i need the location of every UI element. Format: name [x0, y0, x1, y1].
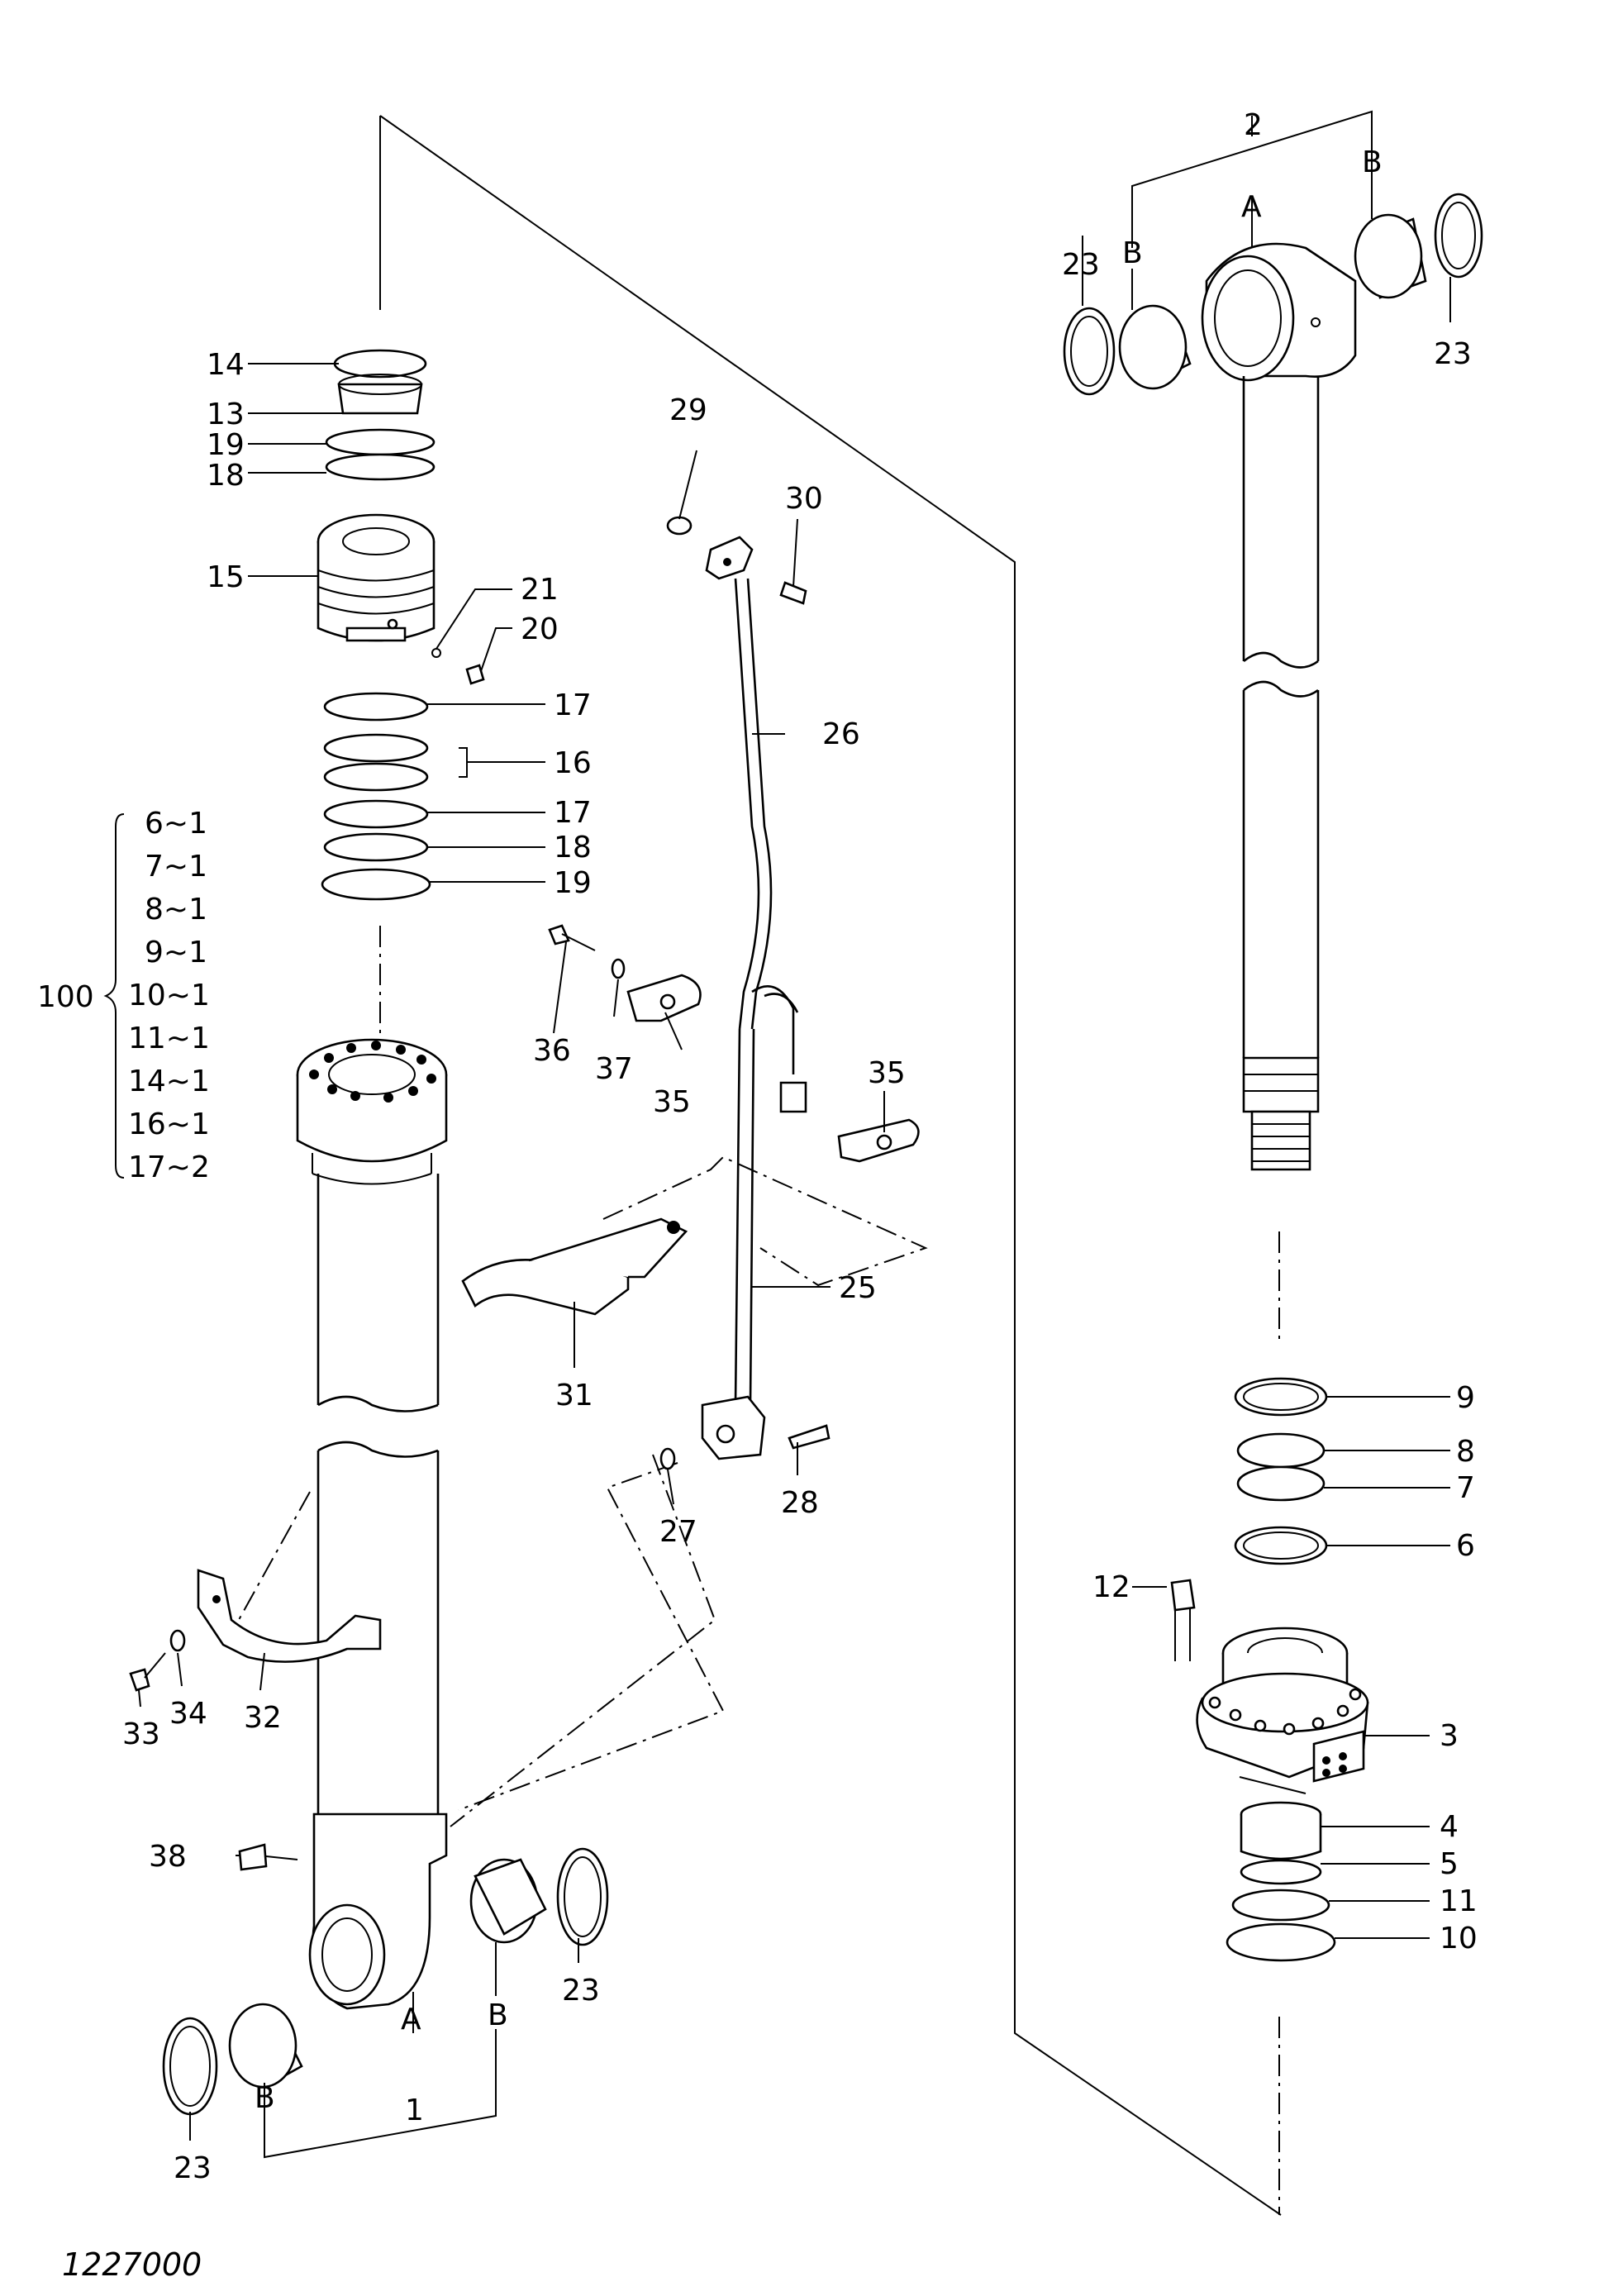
label-20: 20	[521, 612, 559, 646]
piston-seals	[321, 692, 431, 901]
label-11: 11	[1440, 1884, 1478, 1918]
label-18-top: 18	[207, 459, 245, 493]
bottom-bushings	[162, 1847, 609, 2116]
label-27: 27	[659, 1515, 697, 1549]
piston-rod	[1201, 242, 1357, 1171]
kit-item-9: 17~2	[128, 1150, 210, 1184]
label-32: 32	[244, 1701, 282, 1735]
label-6: 6	[1456, 1529, 1475, 1563]
label-23-upper-left: 23	[1062, 248, 1100, 282]
label-8: 8	[1456, 1435, 1475, 1469]
piston-ring-stack	[1234, 1377, 1328, 1565]
label-23-lower-right: 23	[562, 1974, 600, 2008]
label-12: 12	[1092, 1570, 1130, 1604]
part-labels: 14 13 19 18 15 21 20 17 16 17 18 19 100 …	[37, 108, 1478, 2185]
label-A-lower: A	[401, 2003, 421, 2036]
kit-item-7: 14~1	[128, 1065, 210, 1098]
label-100: 100	[37, 980, 94, 1014]
head-stack	[317, 349, 485, 685]
leader-lines	[138, 110, 1451, 2159]
label-28: 28	[781, 1486, 819, 1520]
rod-bushings	[1063, 193, 1483, 396]
label-4: 4	[1440, 1810, 1459, 1844]
label-21: 21	[521, 573, 559, 607]
piston-bolt-holes	[1208, 1688, 1362, 1736]
label-33: 33	[122, 1717, 160, 1751]
piston-lower-parts	[1226, 1801, 1336, 1962]
label-10: 10	[1440, 1922, 1478, 1955]
label-16: 16	[554, 746, 592, 780]
pipe-clamp-band	[461, 1217, 688, 1316]
kit-item-4: 9~1	[145, 936, 207, 969]
band-bolt	[129, 1629, 186, 1692]
label-30: 30	[785, 482, 823, 516]
label-26: 26	[822, 717, 860, 751]
label-23-lower-left: 23	[174, 2151, 212, 2185]
label-25: 25	[839, 1271, 877, 1305]
label-A-upper: A	[1241, 190, 1262, 224]
label-5: 5	[1440, 1847, 1459, 1881]
label-3: 3	[1440, 1719, 1459, 1753]
label-14: 14	[207, 348, 245, 382]
label-31: 31	[555, 1379, 593, 1412]
figure-id: 1227000	[62, 2246, 202, 2283]
label-9: 9	[1456, 1381, 1475, 1415]
kit-item-1: 6~1	[145, 807, 207, 841]
label-19-top: 19	[207, 428, 245, 462]
label-36: 36	[533, 1034, 571, 1068]
pipe-26	[666, 516, 807, 1113]
label-38: 38	[149, 1840, 187, 1874]
label-B-lower-left: B	[255, 2081, 275, 2115]
label-19-lower: 19	[554, 866, 592, 900]
pipe-clamps	[548, 924, 920, 1163]
grease-nipple	[238, 1843, 298, 1871]
kit-item-6: 11~1	[128, 1022, 210, 1055]
label-17-lower: 17	[554, 796, 592, 830]
label-15: 15	[207, 560, 245, 594]
label-1: 1	[405, 2094, 424, 2127]
label-23-upper-right: 23	[1434, 337, 1472, 371]
piston	[1170, 1579, 1369, 1794]
label-B-upper-right: B	[1362, 145, 1383, 179]
cylinder-tube	[296, 1038, 448, 2010]
kit-item-3: 8~1	[145, 893, 207, 926]
kit-item-5: 10~1	[128, 979, 210, 1012]
tube-band	[197, 1569, 382, 1663]
label-35-right: 35	[868, 1056, 906, 1090]
label-2: 2	[1244, 108, 1263, 142]
pipe-25	[659, 1028, 831, 1470]
label-B-upper-left: B	[1122, 236, 1143, 270]
label-13: 13	[207, 398, 245, 431]
label-7: 7	[1456, 1471, 1475, 1505]
kit-bracket	[103, 813, 125, 1179]
kit-item-8: 16~1	[128, 1108, 210, 1141]
label-B-lower-right: B	[488, 1998, 508, 2032]
kit-item-2: 7~1	[145, 850, 207, 884]
label-18-lower: 18	[554, 831, 592, 865]
flange-bolt-holes	[309, 1041, 436, 1103]
label-17-upper: 17	[554, 688, 592, 722]
label-34: 34	[169, 1697, 207, 1731]
label-29: 29	[669, 393, 707, 427]
label-37: 37	[595, 1052, 633, 1086]
label-35-left: 35	[653, 1085, 691, 1119]
